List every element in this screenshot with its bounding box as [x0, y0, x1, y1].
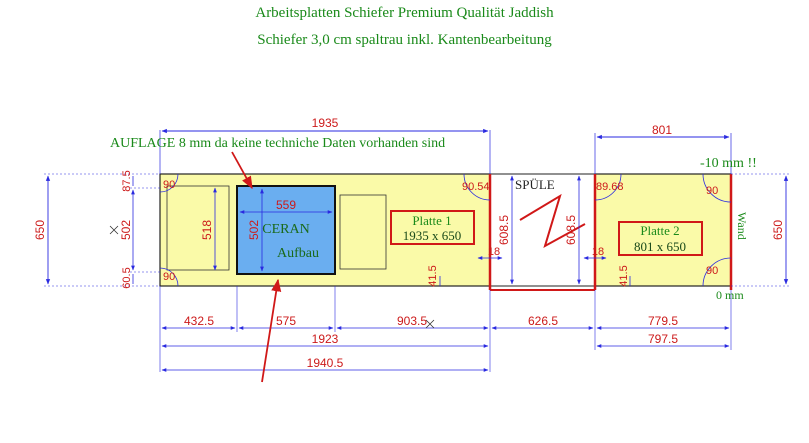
dim-650-right: 650 — [771, 220, 785, 240]
angle-top-left: 90 — [163, 179, 175, 191]
ceran-label-1: CERAN — [262, 222, 309, 237]
dim-502-left: 502 — [119, 220, 133, 240]
zero-mm-note: 0 mm — [716, 288, 744, 302]
dim-903-5: 903.5 — [397, 314, 427, 328]
dim-1940-5: 1940.5 — [307, 356, 344, 370]
dim-575: 575 — [276, 314, 296, 328]
dim-518: 518 — [200, 220, 214, 240]
angle-p2-top-left: 89.68 — [596, 181, 624, 193]
title-line-2: Schiefer 3,0 cm spaltrau inkl. Kantenbea… — [257, 32, 552, 48]
angle-p1-top-right: 90.54 — [462, 181, 490, 193]
angle-p2-top-right: 90 — [706, 185, 718, 197]
dim-608-5-right: 608.5 — [564, 215, 578, 245]
dim-650-left: 650 — [33, 220, 47, 240]
angle-p2-bottom-right: 90 — [706, 265, 718, 277]
dim-626-5: 626.5 — [528, 314, 558, 328]
dim-1935: 1935 — [312, 116, 339, 130]
dim-1923: 1923 — [312, 332, 339, 346]
dim-432-5: 432.5 — [184, 314, 214, 328]
platte-2-name: Platte 2 — [640, 223, 679, 238]
dim-18-left: 18 — [488, 246, 500, 258]
dim-87-5: 87.5 — [121, 170, 133, 191]
dim-60-5: 60.5 — [121, 267, 133, 288]
left-cabinet-outline — [166, 185, 230, 271]
title-line-1: Arbeitsplatten Schiefer Premium Qualität… — [255, 5, 554, 21]
dim-779-5: 779.5 — [648, 314, 678, 328]
ceran-cooktop — [236, 185, 336, 275]
platte-1-size: 1935 x 650 — [403, 228, 462, 243]
wall-offset-note: -10 mm !! — [700, 156, 757, 171]
dim-41-5-left: 41.5 — [427, 265, 439, 286]
slab-platte-2 — [594, 173, 732, 287]
dim-18-right: 18 — [592, 246, 604, 258]
dim-502-ceran: 502 — [247, 220, 261, 240]
angle-bottom-left: 90 — [163, 271, 175, 283]
spuele-label: SPÜLE — [515, 177, 555, 192]
auflage-note: AUFLAGE 8 mm da keine techniche Daten vo… — [110, 136, 445, 151]
platte-2-label-box — [618, 221, 703, 256]
dim-41-5-right: 41.5 — [618, 265, 630, 286]
sink-break-symbol — [519, 193, 586, 249]
ceran-label-2: Aufbau — [277, 246, 319, 261]
platte-2-size: 801 x 650 — [634, 239, 686, 254]
platte-1-name: Platte 1 — [412, 213, 451, 228]
dim-797-5: 797.5 — [648, 332, 678, 346]
platte-1-label-box — [390, 210, 475, 245]
wand-label: Wand — [735, 212, 749, 240]
dim-801: 801 — [652, 123, 672, 137]
dim-608-5-left: 608.5 — [497, 215, 511, 245]
inner-rectangle — [339, 194, 387, 270]
dim-559: 559 — [276, 198, 296, 212]
